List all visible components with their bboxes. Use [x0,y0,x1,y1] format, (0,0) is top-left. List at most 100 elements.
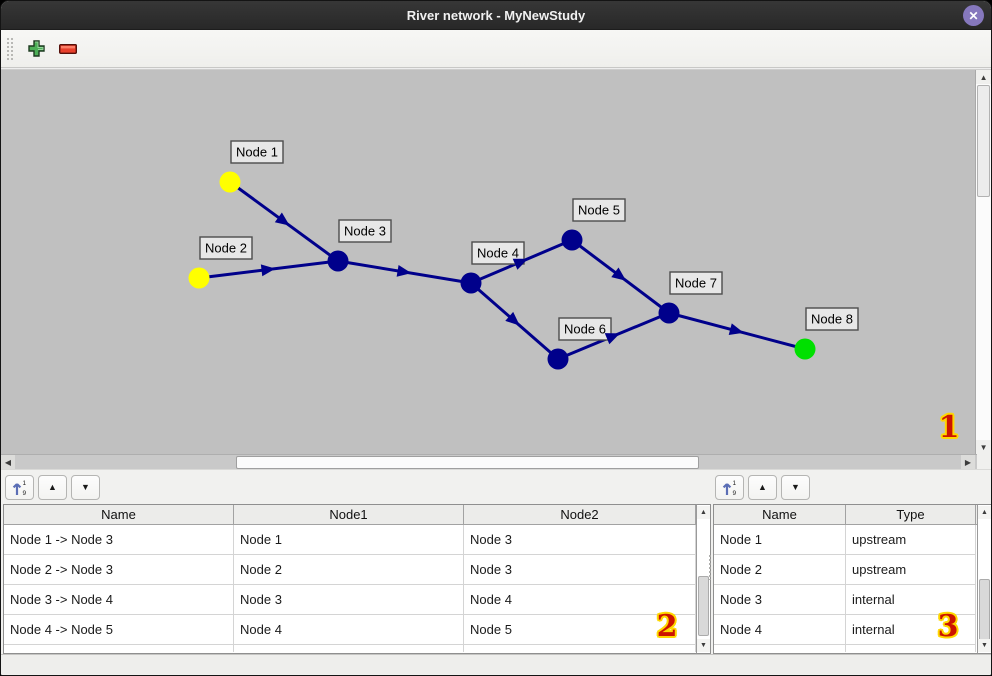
scroll-up-button[interactable]: ▲ [697,506,711,519]
table-cell[interactable]: Node 3 [714,585,846,615]
reach-move-down-button[interactable]: ▼ [71,474,100,500]
horizontal-scrollbar-thumb[interactable] [236,456,699,469]
flow-direction-arrow-icon [274,212,290,226]
remove-node-button[interactable] [57,38,79,60]
table-cell[interactable]: upstream [846,555,976,585]
scroll-up-button[interactable]: ▲ [978,506,991,519]
node-label-text: Node 1 [236,145,278,160]
flow-direction-arrow-icon [604,333,620,345]
node-label-box [199,236,253,260]
scroll-down-button[interactable]: ▼ [697,639,711,652]
table-cell[interactable]: Node 4 -> Node 5 [4,615,234,645]
column-header[interactable]: Node2 [464,505,696,524]
node-move-down-button[interactable]: ▼ [781,474,810,500]
node-label-text: Node 4 [477,246,519,261]
arrow-up-icon: ▲ [981,509,988,516]
table-cell[interactable]: internal [846,615,976,645]
node-label-box [558,317,612,341]
table-cell[interactable]: Node 2 -> Node 3 [4,555,234,585]
arrow-down-icon: ▼ [979,442,988,452]
scrollbar-thumb[interactable] [698,576,710,636]
network-node-internal[interactable] [561,229,583,251]
table-cell[interactable]: Node 1 [714,525,846,555]
table-cell[interactable]: Node 3 -> Node 4 [4,585,234,615]
empty-cell [464,645,696,652]
node-label-box [572,198,626,222]
network-node-upstream[interactable] [188,267,210,289]
node-label-text: Node 6 [564,322,606,337]
table-cell[interactable]: Node 4 [714,615,846,645]
node-sort-button[interactable]: 1 9 [715,474,744,500]
scroll-down-button[interactable]: ▼ [978,639,991,652]
table-cell[interactable]: upstream [846,525,976,555]
table-cell[interactable]: Node 1 -> Node 3 [4,525,234,555]
canvas-horizontal-scrollbar[interactable]: ◀ ▶ [1,454,977,469]
node-table-header: Name Type [714,505,977,525]
close-button[interactable]: ✕ [963,5,984,26]
window-title: River network - MyNewStudy [406,7,586,23]
table-cell[interactable]: Node 1 [234,525,464,555]
table-cell[interactable]: Node 2 [234,555,464,585]
flow-direction-arrow-icon [611,267,627,281]
table-cell[interactable]: Node 4 [464,585,696,615]
network-node-internal[interactable] [658,302,680,324]
node-label-text: Node 3 [344,224,386,239]
column-header[interactable]: Name [4,505,234,524]
column-header[interactable]: Type [846,505,976,524]
network-node-downstream[interactable] [794,338,816,360]
table-cell[interactable]: Node 3 [464,555,696,585]
canvas-vertical-scrollbar[interactable]: ▲ ▼ [975,70,991,454]
reach-panel: 1 9 ▲ ▼ Name Node1 Node2 Node 1 -> Node … [1,469,711,654]
column-header[interactable]: Node1 [234,505,464,524]
plus-icon [27,40,45,57]
scroll-down-button[interactable]: ▼ [976,440,991,454]
node-table-scrollbar[interactable]: ▲ ▼ [977,504,991,654]
node-move-up-button[interactable]: ▲ [748,474,777,500]
scrollbar-thumb[interactable] [979,579,990,641]
table-cell[interactable]: Node 4 [234,615,464,645]
arrow-up-icon: ▲ [979,72,988,82]
scroll-up-button[interactable]: ▲ [976,70,991,84]
node-label-text: Node 7 [675,276,717,291]
scroll-left-button[interactable]: ◀ [1,455,15,469]
table-cell[interactable]: Node 3 [464,525,696,555]
table-cell[interactable]: internal [846,585,976,615]
network-node-upstream[interactable] [219,171,241,193]
reach-table-scrollbar[interactable]: ▲ ▼ [696,504,711,654]
column-header[interactable]: Name [714,505,846,524]
panel-splitter-handle[interactable] [708,554,712,580]
svg-text:1: 1 [732,480,736,487]
node-label-box [805,307,859,331]
network-node-internal[interactable] [327,250,349,272]
table-cell[interactable]: Node 2 [714,555,846,585]
titlebar: River network - MyNewStudy ✕ [1,1,991,30]
node-label-text: Node 2 [205,241,247,256]
vertical-scrollbar-thumb[interactable] [977,85,991,197]
arrow-up-icon: ▲ [48,482,57,492]
reach-sort-button[interactable]: 1 9 [5,474,34,500]
toolbar-grip-handle[interactable] [6,36,13,61]
scroll-right-button[interactable]: ▶ [961,455,975,469]
sort-ascending-icon: 1 9 [722,480,736,496]
reach-move-up-button[interactable]: ▲ [38,474,67,500]
flow-direction-arrow-icon [512,258,528,270]
arrow-down-icon: ▼ [791,482,800,492]
add-node-button[interactable] [25,38,47,60]
network-node-internal[interactable] [460,272,482,294]
network-node-internal[interactable] [547,348,569,370]
table-cell[interactable]: Node 5 [464,615,696,645]
table-cell[interactable]: Node 3 [234,585,464,615]
